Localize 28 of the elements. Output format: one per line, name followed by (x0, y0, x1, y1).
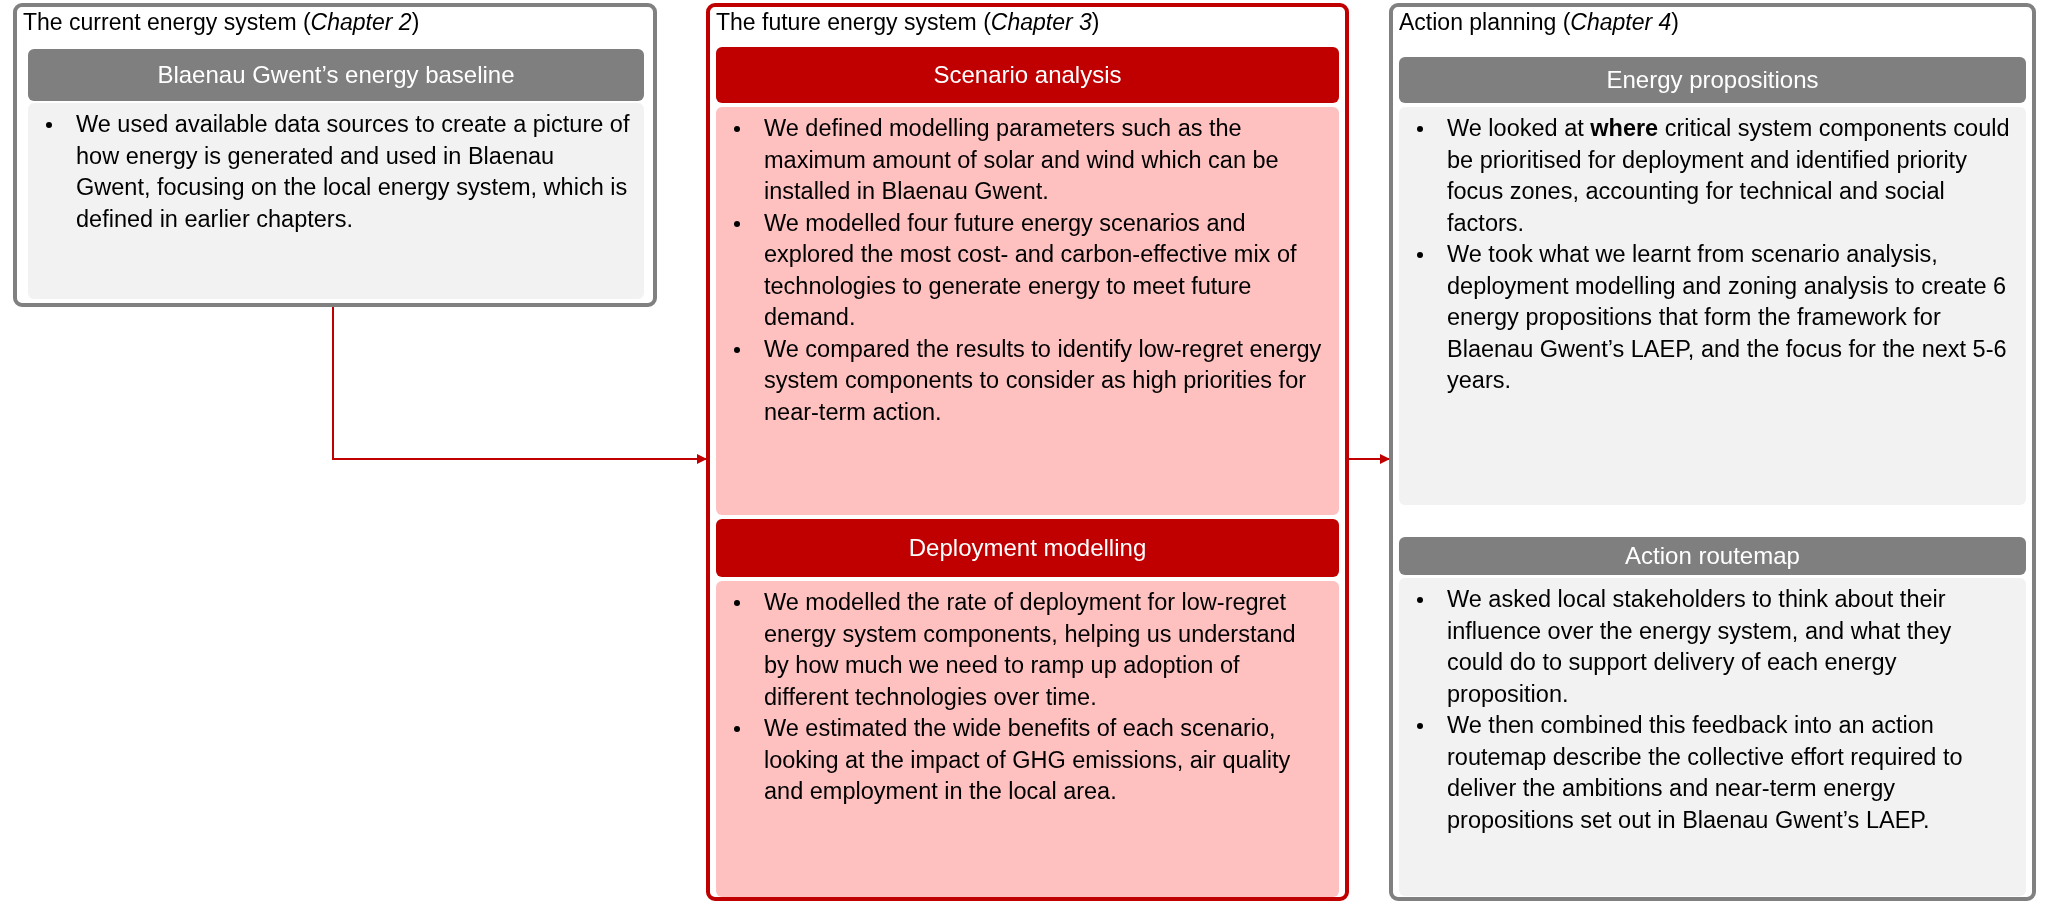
section-body (28, 103, 644, 299)
panel-title: Action planning (Chapter 4) (1399, 8, 1680, 37)
section-header: Scenario analysis (716, 47, 1339, 103)
bullet-point: We compared the results to identify low-regret energy system components to consider as high priorities for near-term action. (728, 333, 1325, 428)
bullet-point: We looked at where critical system components could be prioritised for deployment and identified priority focus zones, accounting for technical and social factors. (1411, 113, 2012, 239)
section-header: Action routemap (1399, 537, 2026, 575)
section-body (716, 107, 1339, 515)
section-header: Energy propositions (1399, 57, 2026, 103)
connector-arrow (332, 306, 707, 464)
stage-panel (13, 3, 657, 307)
panel-title: The future energy system (Chapter 3) (716, 8, 1100, 37)
bullet-point: We modelled the rate of deployment for low-regret energy system components, helping us understand by how much we need to ramp up adoption of different technologies over time. (728, 587, 1325, 713)
section-body (716, 581, 1339, 897)
bullet-point: We then combined this feedback into an action routemap describe the collective effort required to deliver the ambitions and near-term energy propositions set out in Blaenau Gwent’s LAEP. (1411, 710, 2012, 836)
bullet-point: We asked local stakeholders to think about their influence over the energy system, and what they could do to support delivery of each energy proposition. (1411, 584, 2012, 710)
bullet-point: We used available data sources to create a picture of how energy is generated and used in Blaenau Gwent, focusing on the local energy system, which is defined in earlier chapters. (40, 109, 630, 235)
bullet-point: We estimated the wide benefits of each scenario, looking at the impact of GHG emissions, air quality and employment in the local area. (728, 713, 1325, 808)
stage-panel (1389, 3, 2036, 901)
section-body (1399, 578, 2026, 896)
panel-title: The current energy system (Chapter 2) (23, 8, 420, 37)
bullet-point: We modelled four future energy scenarios and explored the most cost- and carbon-effective mix of technologies to generate energy to meet future demand. (728, 207, 1325, 334)
section-header: Deployment modelling (716, 519, 1339, 577)
bullet-point: We defined modelling parameters such as the maximum amount of solar and wind which can be installed in Blaenau Gwent. (728, 113, 1325, 208)
stage-panel (706, 3, 1349, 901)
connector-arrow (1348, 454, 1390, 464)
bullet-point: We took what we learnt from scenario analysis, deployment modelling and zoning analysis to create 6 energy propositions that form the framework for Blaenau Gwent’s LAEP, and the focus for the next 5-6 years. (1411, 239, 2012, 397)
section-body (1399, 107, 2026, 505)
section-header: Blaenau Gwent’s energy baseline (28, 49, 644, 101)
